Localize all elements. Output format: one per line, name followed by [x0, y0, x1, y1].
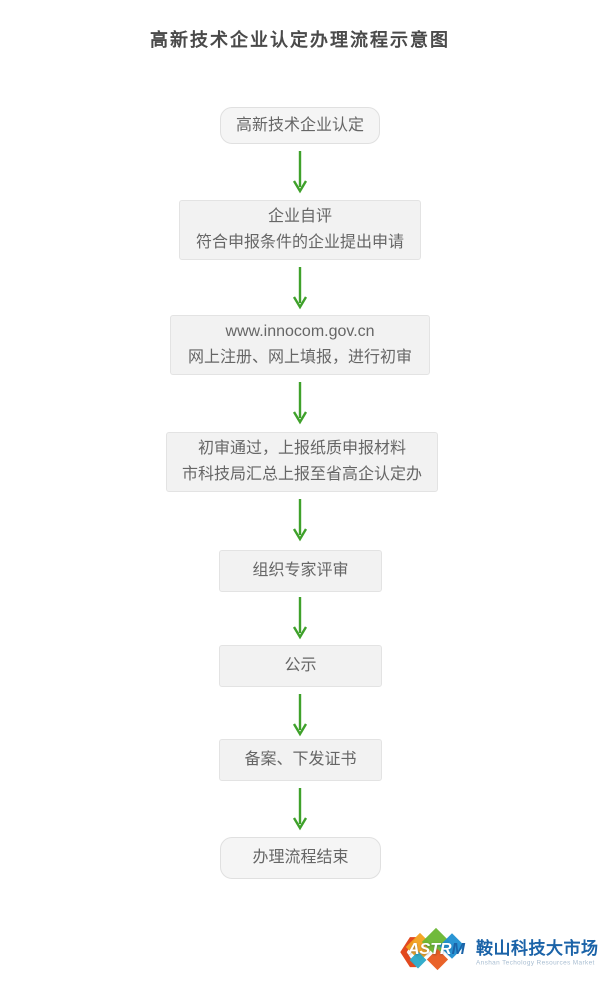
flow-step-text: 市科技局汇总上报至省高企认定办	[181, 466, 422, 483]
flow-step-text: 网上注册、网上填报，进行初审	[187, 349, 412, 366]
flow-arrow-down-icon	[292, 693, 308, 737]
flow-step-start: 高新技术企业认定	[220, 107, 380, 144]
flow-step-end: 办理流程结束	[220, 837, 381, 879]
astrm-logo-mark-icon: ❮ ASTRM	[396, 927, 472, 979]
logo-text-block: 鞍山科技大市场 Anshan Techology Resources Marke…	[476, 939, 600, 968]
flow-arrow-down-icon	[292, 498, 308, 542]
flow-step-text: 企业自评	[267, 208, 332, 225]
logo-mark-letters-main: ASTR	[408, 941, 452, 958]
flow-step-online-registration: www.innocom.gov.cn 网上注册、网上填报，进行初审	[170, 315, 430, 375]
flow-arrow-down-icon	[292, 596, 308, 640]
logo-name-cn: 鞍山科技大市场	[476, 938, 599, 958]
logo-mark-letters: ASTRM	[408, 941, 465, 959]
flow-step-text: 组织专家评审	[252, 562, 349, 579]
flow-arrow-down-icon	[292, 381, 308, 425]
flow-step-public-notice: 公示	[219, 645, 382, 687]
flow-arrow-down-icon	[292, 266, 308, 310]
flow-step-text: 备案、下发证书	[244, 751, 357, 768]
flow-arrow-down-icon	[292, 787, 308, 831]
flow-step-text: 公示	[284, 657, 317, 674]
page-title: 高新技术企业认定办理流程示意图	[150, 30, 450, 50]
astrm-logo: ❮ ASTRM 鞍山科技大市场 Anshan Techology Resourc…	[396, 926, 600, 980]
logo-mark-letter-m: M	[451, 941, 465, 958]
flow-step-text: 初审通过，上报纸质申报材料	[197, 440, 406, 457]
flow-step-text: 办理流程结束	[252, 849, 349, 866]
flow-step-url: www.innocom.gov.cn	[225, 323, 375, 340]
flow-step-text: 符合申报条件的企业提出申请	[195, 234, 404, 251]
flow-step-self-evaluation: 企业自评 符合申报条件的企业提出申请	[179, 200, 421, 260]
flow-step-certificate: 备案、下发证书	[219, 739, 382, 781]
flow-step-submit-materials: 初审通过，上报纸质申报材料 市科技局汇总上报至省高企认定办	[166, 432, 438, 492]
flow-step-expert-review: 组织专家评审	[219, 550, 382, 592]
logo-name-en: Anshan Techology Resources Market	[476, 959, 595, 966]
flow-arrow-down-icon	[292, 150, 308, 194]
flow-step-text: 高新技术企业认定	[235, 116, 364, 134]
